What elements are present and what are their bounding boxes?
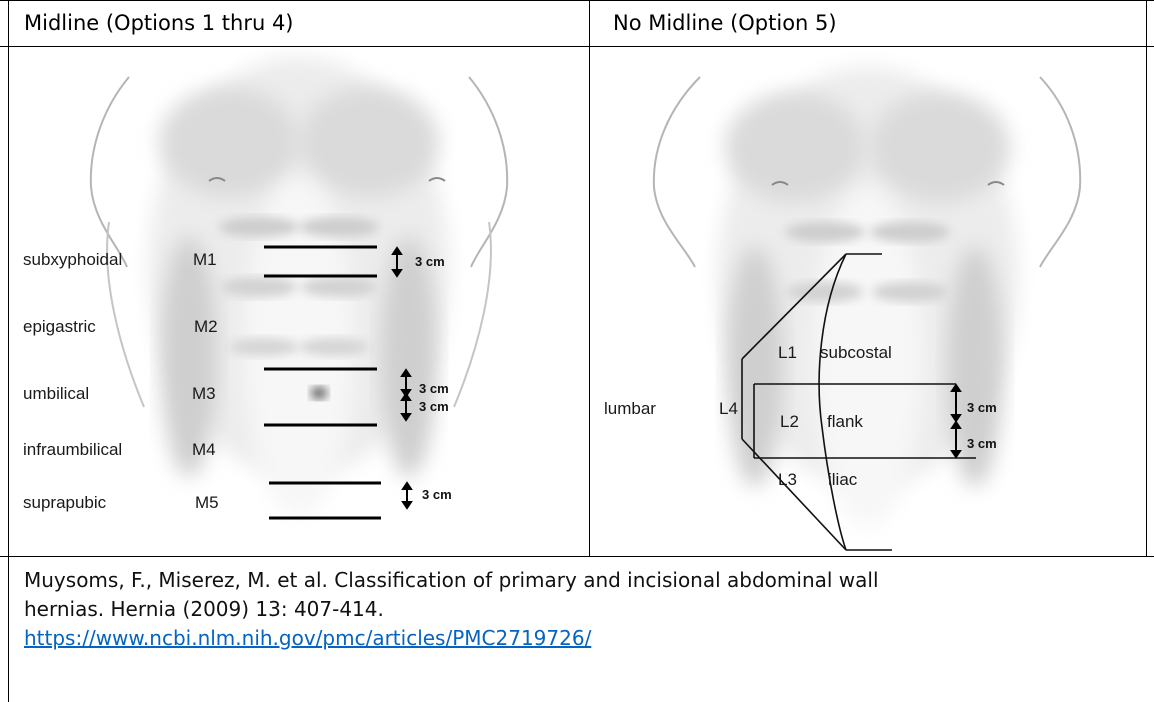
- region-name: umbilical: [23, 384, 89, 403]
- region-name: iliac: [828, 470, 858, 489]
- region-name: lumbar: [604, 399, 656, 418]
- citation-line-1: Muysoms, F., Miserez, M. et al. Classifi…: [24, 566, 1124, 595]
- region-name: subxyphoidal: [23, 250, 122, 269]
- citation-line-2: hernias. Hernia (2009) 13: 407-414.: [24, 595, 1124, 624]
- region-code: M5: [195, 493, 219, 512]
- dim-label: 3 cm: [419, 399, 449, 414]
- torso-illustration: [91, 57, 507, 517]
- region-code: L4: [719, 399, 738, 418]
- region-name: flank: [827, 412, 863, 431]
- dim-label: 3 cm: [422, 487, 452, 502]
- citation: Muysoms, F., Miserez, M. et al. Classifi…: [24, 566, 1124, 653]
- dim-label: 3 cm: [967, 400, 997, 415]
- citation-link[interactable]: https://www.ncbi.nlm.nih.gov/pmc/article…: [24, 626, 591, 650]
- region-code: M3: [192, 384, 216, 403]
- midline-figure: 3 cm 3 cm 3 cm 3 cm subxyphoidal M1 epig…: [9, 47, 589, 556]
- header-midline: Midline (Options 1 thru 4): [0, 0, 589, 46]
- region-name: epigastric: [23, 317, 96, 336]
- dim-label: 3 cm: [415, 254, 445, 269]
- lateral-figure: 3 cm 3 cm L1 subcostal L2 flank L3 iliac…: [590, 47, 1146, 556]
- lateral-diagram: 3 cm 3 cm L1 subcostal L2 flank L3 iliac…: [590, 47, 1146, 556]
- region-code: L3: [778, 470, 797, 489]
- midline-diagram: 3 cm 3 cm 3 cm 3 cm subxyphoidal M1 epig…: [9, 47, 589, 556]
- dim-label: 3 cm: [967, 436, 997, 451]
- region-name: infraumbilical: [23, 440, 122, 459]
- region-code: L1: [778, 343, 797, 362]
- region-code: L2: [780, 412, 799, 431]
- region-name: subcostal: [820, 343, 892, 362]
- region-code: M2: [194, 317, 218, 336]
- dim-label: 3 cm: [419, 381, 449, 396]
- region-code: M1: [193, 250, 217, 269]
- region-code: M4: [192, 440, 216, 459]
- row-divider: [0, 556, 1154, 557]
- header-no-midline: No Midline (Option 5): [589, 0, 1146, 46]
- region-name: suprapubic: [23, 493, 107, 512]
- table-border-right: [1146, 0, 1147, 556]
